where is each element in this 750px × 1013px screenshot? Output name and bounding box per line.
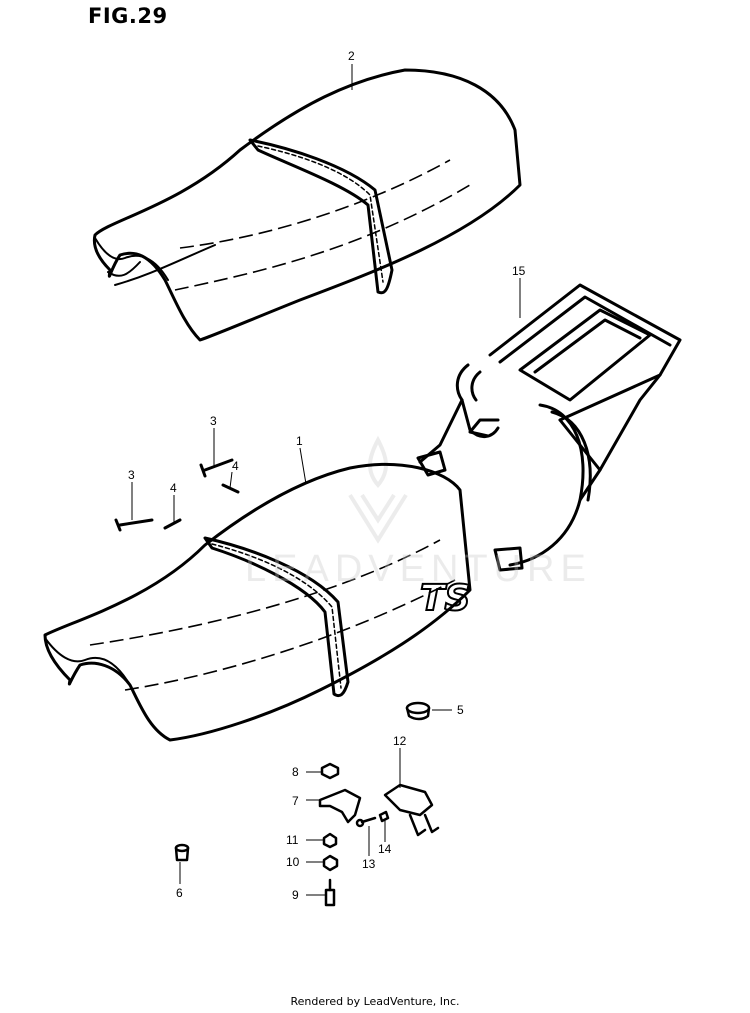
callout-11: 11 xyxy=(286,833,299,847)
watermark-logo xyxy=(348,435,408,544)
washer-11 xyxy=(322,832,338,849)
bracket xyxy=(318,788,362,824)
callout-6: 6 xyxy=(176,886,183,900)
callout-13: 13 xyxy=(362,857,376,871)
callout-3: 3 xyxy=(128,468,135,482)
leader-lines xyxy=(131,64,521,896)
rear-carrier xyxy=(416,283,682,572)
seat-lower xyxy=(43,462,472,742)
bolt-9 xyxy=(324,878,336,907)
seat-upper xyxy=(92,68,522,342)
callout-9: 9 xyxy=(292,888,299,902)
clip-right xyxy=(221,483,240,494)
bolt-right xyxy=(199,458,234,478)
callout-10: 10 xyxy=(286,855,300,869)
screw-13 xyxy=(355,816,377,828)
nut-8 xyxy=(320,762,340,780)
footer-credit: Rendered by LeadVenture, Inc. xyxy=(290,995,460,1008)
callout-8: 8 xyxy=(292,765,299,779)
callout-7: 7 xyxy=(292,794,299,808)
callout-12: 12 xyxy=(393,734,407,748)
callout-1: 1 xyxy=(296,434,303,448)
cushion-small xyxy=(174,843,190,862)
callout-4: 4 xyxy=(232,459,239,473)
seat-badge: TS xyxy=(420,578,470,619)
callout-14: 14 xyxy=(378,842,392,856)
callout-5: 5 xyxy=(457,703,464,717)
nut-10 xyxy=(322,854,339,872)
clip-left xyxy=(163,518,182,530)
callout-15: 15 xyxy=(512,264,526,278)
screw-14 xyxy=(378,810,390,823)
callout-3: 3 xyxy=(210,414,217,428)
seat-lock xyxy=(383,783,440,837)
watermark-text: LEADVENTURE xyxy=(245,548,592,590)
callout-2: 2 xyxy=(348,49,355,63)
cushion xyxy=(405,701,431,721)
callout-4: 4 xyxy=(170,481,177,495)
bolt-left xyxy=(114,518,154,532)
figure-title: FIG.29 xyxy=(88,4,168,28)
